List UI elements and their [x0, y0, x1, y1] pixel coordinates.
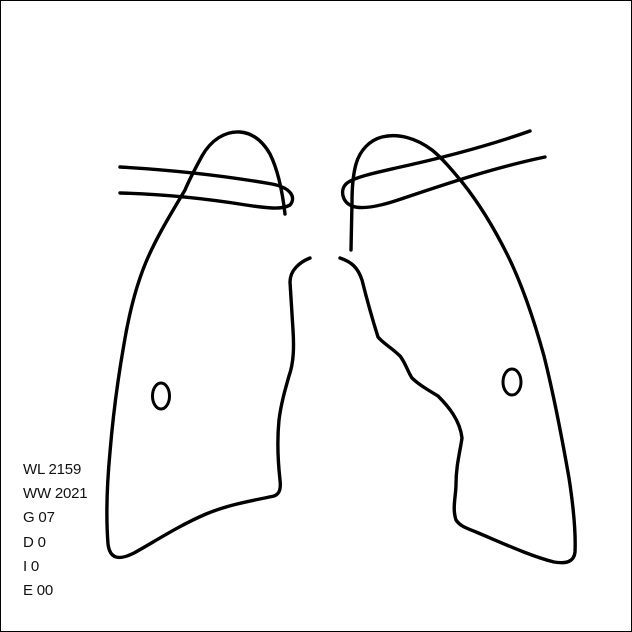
left-lung-outline	[340, 136, 575, 563]
left-lung-lesion-icon	[503, 369, 521, 395]
window-readout: WL 2159 WW 2021 G 07 D 0 I 0 E 00	[23, 458, 118, 603]
window-level-label: WL 2159	[23, 458, 118, 482]
enhancement-label: E 00	[23, 579, 118, 603]
image-processing-label: I 0	[23, 555, 118, 579]
gamma-label: G 07	[23, 506, 118, 530]
density-label: D 0	[23, 531, 118, 555]
window-width-label: WW 2021	[23, 482, 118, 506]
right-clavicle	[120, 167, 293, 208]
right-lung-outline	[107, 132, 310, 558]
right-lung-lesion-icon	[153, 383, 170, 409]
